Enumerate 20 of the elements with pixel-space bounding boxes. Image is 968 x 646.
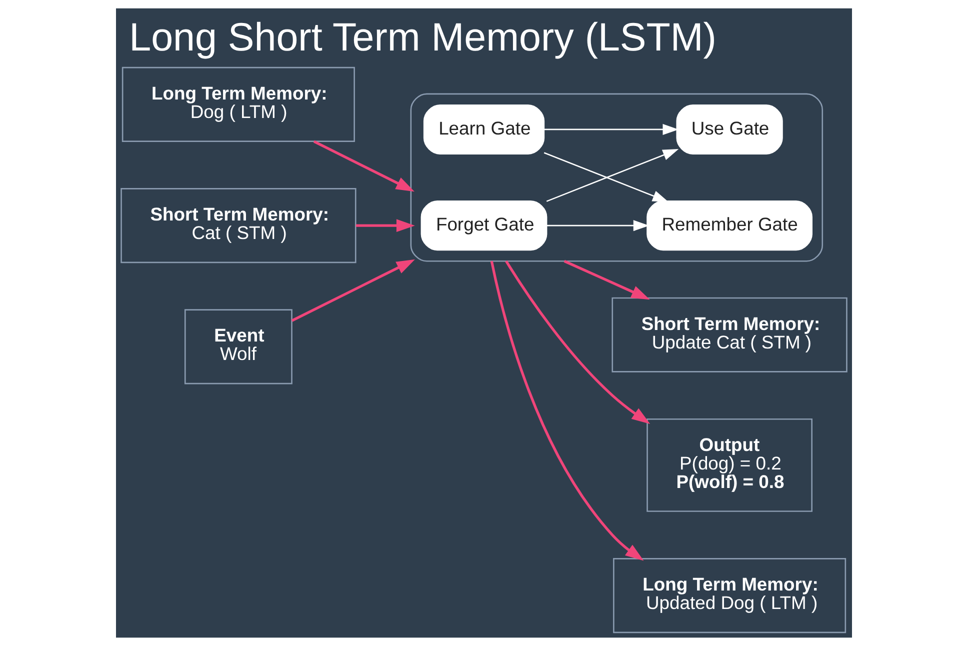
node-box: Forget Gate [420,200,548,251]
node-box: Output P(dog) = 0.2 P(wolf) = 0.8 [646,418,812,512]
node-box: Event Wolf [184,309,292,384]
arrow [356,219,415,232]
diagram-title: Long Short Term Memory (LSTM) [129,15,716,60]
arrow [313,140,414,192]
arrow [564,260,650,300]
cluster [410,93,824,262]
node-box: Long Term Memory: Updated Dog ( LTM ) [613,558,846,634]
arrow [490,260,644,561]
arrow [505,260,650,424]
arrow [544,124,679,135]
node-box: Short Term Memory: Update Cat ( STM ) [612,297,848,372]
node-box: Remember Gate [646,200,812,251]
arrow [291,259,415,322]
node-box: Use Gate [676,104,783,154]
arrow [546,220,650,232]
node-box: Learn Gate [423,104,545,154]
node-box: Short Term Memory: Cat ( STM ) [120,188,356,264]
node-box: Long Term Memory: Dog ( LTM ) [122,66,355,142]
